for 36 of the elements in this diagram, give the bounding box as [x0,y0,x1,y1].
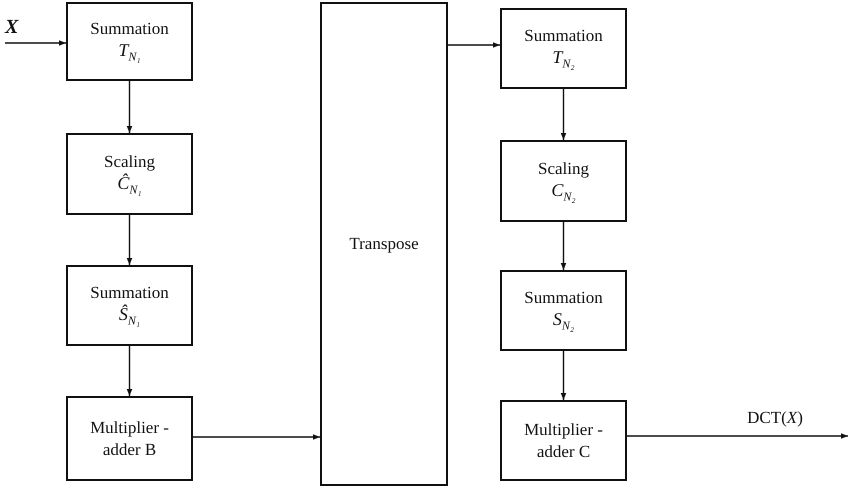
process-box [320,2,448,486]
process-box [500,8,627,89]
process-box [500,270,627,351]
formula-text: S$_{N₂}$ [552,308,574,334]
process-box [66,265,193,346]
formula-text: Ŝ$_{N₁}$ [118,303,140,329]
arrow [627,433,848,439]
process-box [500,140,627,222]
arrow [126,81,132,133]
block-label: Summation [90,282,169,304]
block-label: Transpose [349,233,419,255]
process-box [66,396,193,481]
arrow [126,346,132,396]
arrow [193,434,320,440]
block-label: Summation [524,25,603,46]
arrow [560,351,566,400]
io-label: DCT(X) [747,407,803,429]
block-label: Multiplier -adder C [523,419,604,462]
io-label: X [5,15,18,40]
process-box [500,400,627,481]
process-box [66,2,193,81]
formula-text: T$_{N₁}$ [118,39,141,65]
block-label: Multiplier -adder B [89,417,170,460]
arrow [5,40,66,46]
formula-text: Ĉ$_{N₁}$ [117,172,142,198]
block-label: Scaling [538,158,589,179]
arrow [560,89,566,140]
arrow [126,215,132,265]
block-label: Summation [90,18,169,40]
arrow [560,222,566,270]
formula-text: T$_{N₂}$ [552,46,575,72]
formula-text: C$_{N₂}$ [551,178,576,204]
block-label: Summation [524,287,603,308]
arrow [448,42,500,48]
process-box [66,133,193,215]
block-label: Scaling [104,150,155,172]
